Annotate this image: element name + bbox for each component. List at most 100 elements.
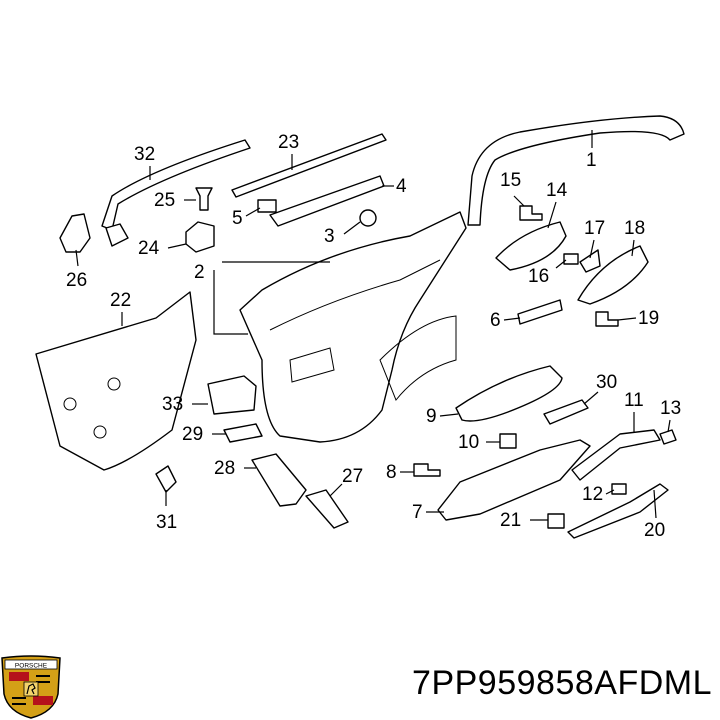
callout-23: 23 [278,132,299,153]
callout-32: 32 [134,144,155,165]
part-clip-21 [547,513,565,529]
callout-22: 22 [110,290,131,311]
leader-lines [75,130,671,521]
callout-4: 4 [396,176,407,197]
part-pin-25 [195,187,213,211]
callout-8: 8 [386,462,397,483]
callout-31: 31 [156,512,177,533]
leader-3 [343,221,361,235]
part-switch-panel-28 [251,453,307,507]
insulation-hole-c [93,425,107,439]
callout-18: 18 [624,218,645,239]
part-clip-32 [105,223,129,247]
part-clip-13 [659,429,677,445]
callout-14: 14 [546,180,568,201]
insulation-hole-a [63,397,77,411]
leader-18 [631,239,635,257]
crest-quarter-red-1 [9,672,29,681]
callout-26: 26 [66,270,87,291]
leader-9 [439,413,459,417]
door-panel-handle-recess [289,347,335,383]
insulation-hole-b [107,377,121,391]
part-upper-trim-strip [101,139,251,231]
callout-11: 11 [624,390,644,411]
part-number: 7PP959858AFDML [412,664,712,702]
part-strip-11 [571,429,661,481]
leader-5 [245,207,261,217]
callout-25: 25 [154,190,175,211]
crest-banner-text: PORSCHE [15,663,48,670]
part-screw-19 [595,311,619,327]
part-clip-31 [155,465,177,493]
part-armrest-9 [455,365,563,422]
crest-banner [4,659,58,670]
callout-13: 13 [660,398,681,419]
callout-labels: 1 2 3 4 5 6 7 8 9 10 11 12 13 14 15 16 1… [66,132,681,541]
leader-17 [589,239,595,259]
part-screw-8 [413,463,441,477]
leader-2 [213,270,248,335]
leader-16 [555,259,567,269]
callout-20: 20 [644,520,665,541]
leader-15 [513,195,525,207]
part-screw-12 [611,483,627,495]
leader-20 [653,489,657,519]
part-screw-16 [563,253,579,265]
callout-1: 1 [586,150,597,171]
part-handle-cover-18 [577,245,649,305]
part-clip-17 [579,249,601,273]
crest-antler-icon [12,675,50,705]
leader-12 [605,489,615,495]
part-pad-29 [223,423,263,443]
leader-13 [667,419,671,433]
leader-27 [329,483,343,497]
part-switch-27 [305,489,349,529]
part-mount-24 [185,221,215,253]
part-trim-30 [543,399,589,425]
callout-6: 6 [490,310,501,331]
callout-15: 15 [500,170,521,191]
callout-9: 9 [426,406,437,427]
crest-logo: PORSCHE [1,655,61,719]
callout-16: 16 [528,266,549,287]
callout-5: 5 [232,208,243,229]
part-insulation-22 [35,291,197,471]
callout-30: 30 [596,372,617,393]
part-handle-bezel-14 [495,221,567,271]
part-bracket-26 [59,213,91,253]
part-armrest-base-7 [437,439,591,521]
leader-30 [583,391,599,405]
door-panel-pocket [379,315,457,401]
part-screw-15 [519,205,543,221]
callout-7: 7 [412,502,423,523]
part-clip-5 [257,199,277,213]
part-door-panel [239,211,467,443]
callout-17: 17 [584,218,605,239]
callout-2: 2 [194,262,205,283]
callout-24: 24 [138,238,160,259]
callout-19: 19 [638,308,659,329]
part-strip-23 [231,133,387,198]
part-trim-6 [517,299,563,325]
callout-29: 29 [182,424,203,445]
callout-33: 33 [162,394,183,415]
leader-6 [503,317,521,321]
callout-21: 21 [500,510,521,531]
horse-icon [26,683,36,695]
part-sill-strip-20 [567,483,669,539]
part-module-33 [207,375,257,415]
callout-27: 27 [342,466,363,487]
leader-14 [547,201,557,229]
leader-19 [617,317,637,321]
leader-26 [75,249,79,267]
part-button-3 [359,209,377,227]
door-panel-inner-line [269,259,441,331]
callout-3: 3 [324,226,335,247]
callout-10: 10 [458,432,479,453]
part-clip-10 [499,433,517,449]
crest-quarter-red-2 [33,696,53,705]
part-window-frame-trim [467,115,685,226]
crest-center-shield [23,681,39,697]
leader-24 [167,243,187,249]
